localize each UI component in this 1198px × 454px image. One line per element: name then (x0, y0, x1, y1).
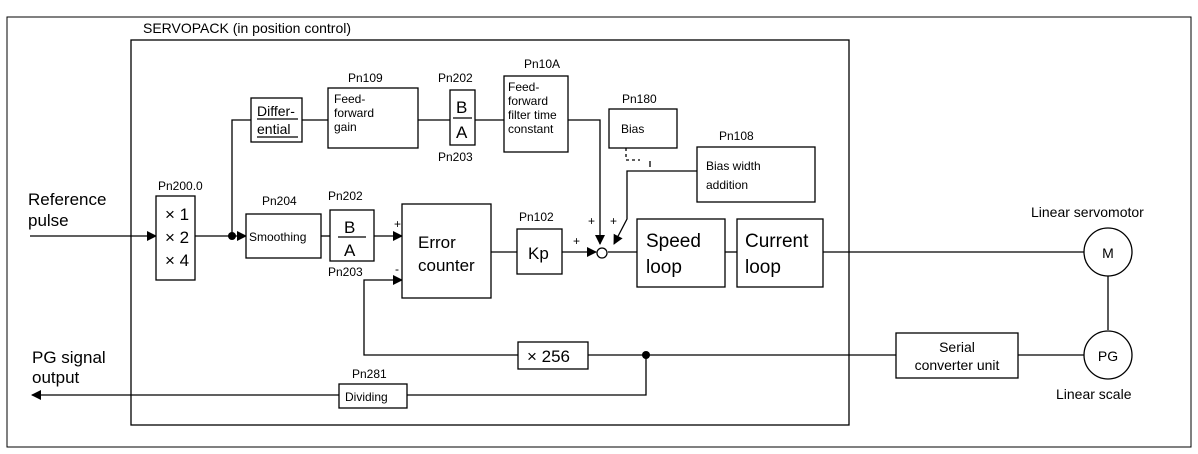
current-loop-line1: Current (745, 231, 809, 252)
ratio-top-param-bottom: Pn203 (438, 150, 473, 164)
bias-param: Pn180 (622, 92, 657, 106)
ratio-main-block (329, 209, 375, 262)
error-counter-line1: Error (418, 233, 456, 252)
smoothing-label: Smoothing (249, 230, 306, 244)
ratio-main-param-bottom: Pn203 (328, 265, 363, 279)
ff-gain-block (327, 87, 419, 149)
dividing-block (338, 383, 408, 409)
motor-caption: Linear servomotor (1031, 204, 1144, 220)
current-loop-line2: loop (745, 257, 781, 278)
bias-block (608, 108, 678, 149)
summing-node (596, 247, 608, 259)
ff-gain-line3: gain (334, 120, 357, 134)
scale-caption: Linear scale (1056, 386, 1132, 402)
serial-converter-line2: converter unit (915, 357, 1000, 373)
servopack-title: SERVOPACK (in position control) (143, 20, 351, 36)
bias-label: Bias (621, 122, 644, 136)
pg-label: PG (1098, 348, 1118, 364)
ff-filter-param: Pn10A (524, 57, 560, 71)
current-loop-block (736, 218, 824, 288)
ff-filter-line1: Feed- (508, 80, 539, 94)
motor-label: M (1102, 245, 1114, 261)
dividing-param: Pn281 (352, 367, 387, 381)
motor-symbol (1083, 227, 1133, 277)
ff-filter-line4: constant (508, 122, 554, 136)
ff-filter-line3: filter time (508, 108, 557, 122)
bias-width-line2: addition (706, 178, 748, 192)
ff-gain-param: Pn109 (348, 71, 383, 85)
multiplier-block (155, 195, 196, 281)
multiplier-x1: × 1 (165, 205, 189, 224)
pg-symbol (1083, 330, 1133, 380)
dividing-label: Dividing (345, 390, 388, 404)
signal-lines (30, 119, 1109, 400)
pg-output-label-line1: PG signal (32, 348, 106, 367)
sum-plus-ff: + (588, 214, 595, 228)
reference-label-line1: Reference (28, 190, 106, 209)
error-counter-line2: counter (418, 256, 475, 275)
multiplier-x2: × 2 (165, 228, 189, 247)
ratio-main-param: Pn202 (328, 189, 363, 203)
kp-block (516, 228, 563, 275)
differential-line1: Differ- (257, 103, 295, 119)
speed-loop-line1: Speed (646, 231, 701, 252)
bias-width-line1: Bias width (706, 159, 761, 173)
multiplier-x4: × 4 (165, 251, 189, 270)
ratio-main-num: B (344, 218, 355, 237)
junction-dot (642, 351, 650, 359)
ratio-top-param: Pn202 (438, 71, 473, 85)
ratio-top-den: A (456, 123, 468, 142)
ff-filter-block (503, 75, 569, 153)
sum-plus-bias: + (610, 214, 617, 228)
differential-block (250, 97, 303, 143)
serial-converter-block (895, 332, 1019, 379)
multiplier-256-block (517, 341, 589, 370)
reference-label-line2: pulse (28, 211, 69, 230)
speed-loop-line2: loop (646, 257, 682, 278)
smoothing-block (245, 213, 322, 259)
smoothing-param: Pn204 (262, 194, 297, 208)
ratio-main-den: A (344, 241, 356, 260)
speed-loop-block (636, 218, 726, 288)
ff-gain-line2: forward (334, 106, 374, 120)
kp-label: Kp (528, 244, 549, 263)
serial-converter-line1: Serial (939, 339, 975, 355)
bias-width-block (696, 146, 816, 203)
multiplier-256-label: × 256 (527, 347, 570, 366)
error-counter-block (401, 203, 492, 299)
ratio-top-num: B (456, 98, 467, 117)
pg-output-label-line2: output (32, 368, 80, 387)
kp-param: Pn102 (519, 210, 554, 224)
ff-filter-line2: forward (508, 94, 548, 108)
bias-width-param: Pn108 (719, 129, 754, 143)
sum-plus-kp: + (573, 234, 580, 248)
differential-line2: ential (257, 121, 290, 137)
servopack-frame (130, 39, 850, 426)
error-plus-sign: + (394, 217, 401, 231)
error-minus-sign: - (395, 262, 399, 276)
junction-dot (228, 232, 236, 240)
multiplier-param: Pn200.0 (158, 179, 203, 193)
ff-gain-line1: Feed- (334, 92, 365, 106)
